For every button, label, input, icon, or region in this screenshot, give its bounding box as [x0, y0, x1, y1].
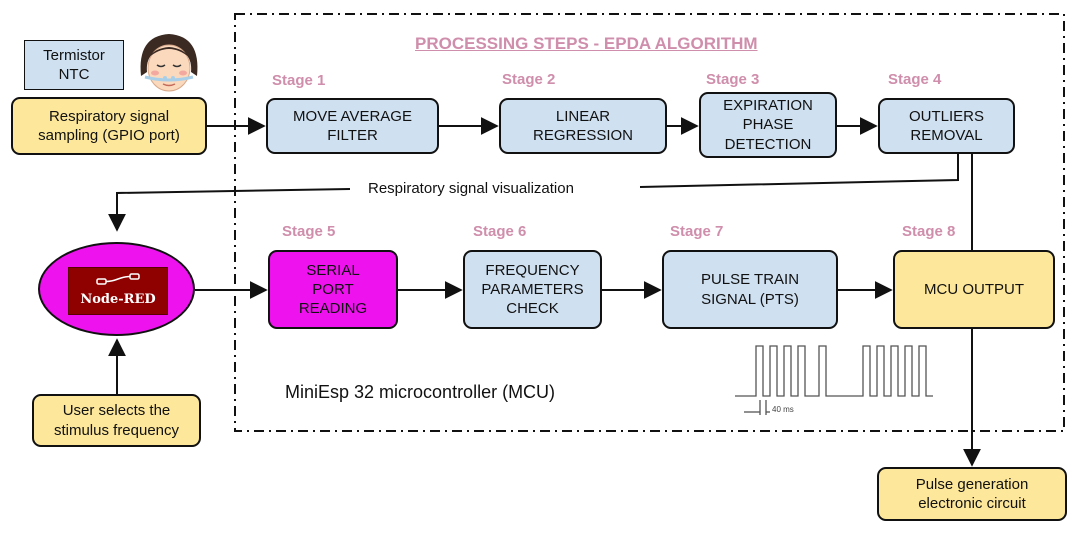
diagram-title: PROCESSING STEPS - EPDA ALGORITHM — [415, 34, 758, 53]
processing-region-border — [234, 13, 1065, 432]
pulse-timing-label: 40 ms — [772, 405, 794, 414]
stage-6-label: Stage 6 — [473, 223, 527, 240]
visualization-path-left — [108, 188, 351, 232]
mcu-label: MiniEsp 32 microcontroller (MCU) — [285, 382, 556, 402]
visualization-label: Respiratory signal visualization — [368, 180, 574, 197]
stage-2-label: Stage 2 — [502, 71, 556, 88]
node-red-logo: Node-RED — [68, 267, 168, 315]
stage-1-label: Stage 1 — [272, 72, 326, 89]
user-select-box: User selects the stimulus frequency — [32, 394, 201, 447]
stage-7-box: PULSE TRAIN SIGNAL (PTS) — [662, 250, 838, 329]
stage-5-label: Stage 5 — [282, 223, 336, 240]
sensor-box: Termistor NTC — [24, 40, 124, 90]
stage-7-label: Stage 7 — [670, 223, 724, 240]
visualization-path-right — [639, 154, 959, 188]
stage-6-box: FREQUENCY PARAMETERS CHECK — [463, 250, 602, 329]
stage-5-box: SERIAL PORT READING — [268, 250, 398, 329]
stage-8-box: MCU OUTPUT — [893, 250, 1055, 329]
output-box: Pulse generation electronic circuit — [877, 467, 1067, 521]
stage-4-box: OUTLIERS REMOVAL — [878, 98, 1015, 154]
stage-3-label: Stage 3 — [706, 71, 760, 88]
stage-1-box: MOVE AVERAGE FILTER — [266, 98, 439, 154]
stage-3-box: EXPIRATION PHASE DETECTION — [699, 92, 837, 158]
sampling-box: Respiratory signal sampling (GPIO port) — [11, 97, 207, 155]
pulse-train-waveform — [735, 345, 933, 415]
stage-8-label: Stage 8 — [902, 223, 956, 240]
patient-face-icon — [140, 34, 198, 92]
node-red-node: Node-RED — [38, 242, 195, 336]
node-red-text: Node-RED — [80, 292, 156, 307]
stage-2-box: LINEAR REGRESSION — [499, 98, 667, 154]
flow-icon — [96, 273, 140, 285]
stage-4-label: Stage 4 — [888, 71, 942, 88]
